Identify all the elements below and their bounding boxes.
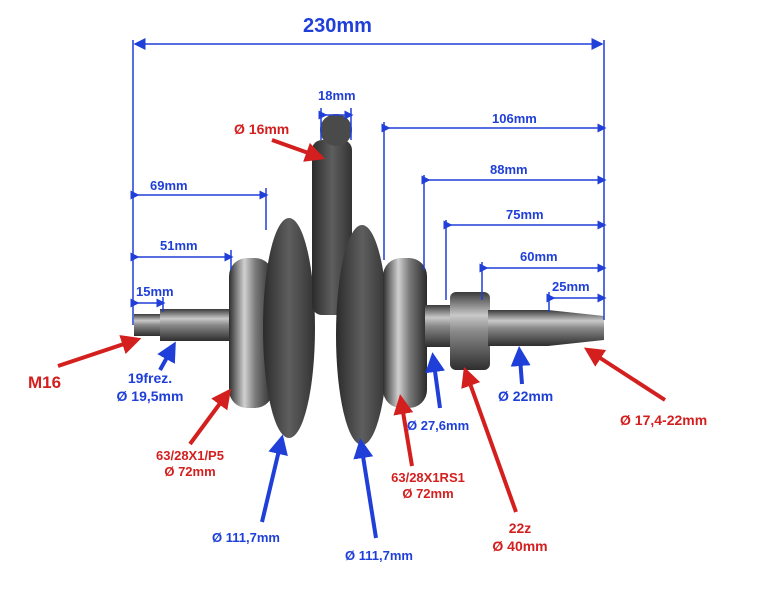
callout-arrows (57, 138, 667, 539)
label-left-bearing-code: 63/28X1/P5 (156, 448, 224, 463)
label-spline-teeth: 19frez. (127, 370, 173, 386)
label-left-flywheel: Ø 111,7mm (212, 530, 280, 545)
label-pin-diameter: Ø 16mm (234, 121, 290, 137)
dim-60: 60mm (520, 249, 558, 264)
dim-conrod-width: 18mm (318, 88, 356, 103)
label-left-bearing-diameter: Ø 72mm (164, 464, 216, 480)
dim-15: 15mm (136, 284, 174, 299)
dim-51: 51mm (160, 238, 198, 253)
dimension-lines (130, 38, 607, 325)
label-right-bearing: 63/28X1RS1 Ø 72mm (378, 470, 478, 503)
label-shaft: Ø 22mm (498, 388, 554, 404)
arrow-right-flywheel (353, 438, 378, 539)
conrod-small-end (320, 114, 352, 146)
arrow-right-bearing (393, 394, 414, 467)
label-thread: M16 (28, 373, 62, 392)
dim-25: 25mm (552, 279, 590, 294)
arrow-journal (425, 352, 445, 409)
label-gear-diameter: Ø 40mm (492, 537, 548, 554)
label-gear: 22z Ø 40mm (480, 520, 560, 555)
crankshaft (134, 114, 604, 445)
label-spline: 19frez. Ø 19,5mm (100, 370, 200, 405)
gear (450, 292, 490, 370)
label-spline-diameter: Ø 19,5mm (116, 387, 184, 404)
arrow-left-bearing (188, 388, 232, 446)
splined-section (160, 309, 232, 341)
arrow-shaft (510, 346, 531, 385)
right-bearing (383, 258, 427, 408)
dim-overall-length: 230mm (303, 15, 372, 37)
dim-69: 69mm (150, 178, 188, 193)
right-flywheel (336, 225, 388, 445)
dim-106: 106mm (492, 111, 537, 126)
arrow-taper (583, 347, 667, 402)
left-flywheel (263, 218, 315, 438)
label-right-bearing-code: 63/28X1RS1 (391, 470, 465, 485)
label-right-flywheel: Ø 111,7mm (345, 548, 413, 563)
dim-88: 88mm (490, 162, 528, 177)
label-taper: Ø 17,4-22mm (620, 412, 708, 428)
label-journal: Ø 27,6mm (407, 418, 470, 433)
arrow-thread (57, 335, 142, 368)
label-right-bearing-diameter: Ø 72mm (402, 486, 454, 502)
tapered-shaft (488, 310, 604, 346)
arrow-pin (271, 138, 326, 162)
label-left-bearing: 63/28X1/P5 Ø 72mm (140, 448, 240, 481)
arrow-spline (157, 341, 176, 371)
label-gear-teeth: 22z (508, 520, 532, 536)
dim-75: 75mm (506, 207, 544, 222)
threaded-end (134, 314, 162, 336)
arrow-left-flywheel (260, 434, 288, 523)
arrow-gear (461, 366, 518, 513)
left-bearing (229, 258, 273, 408)
